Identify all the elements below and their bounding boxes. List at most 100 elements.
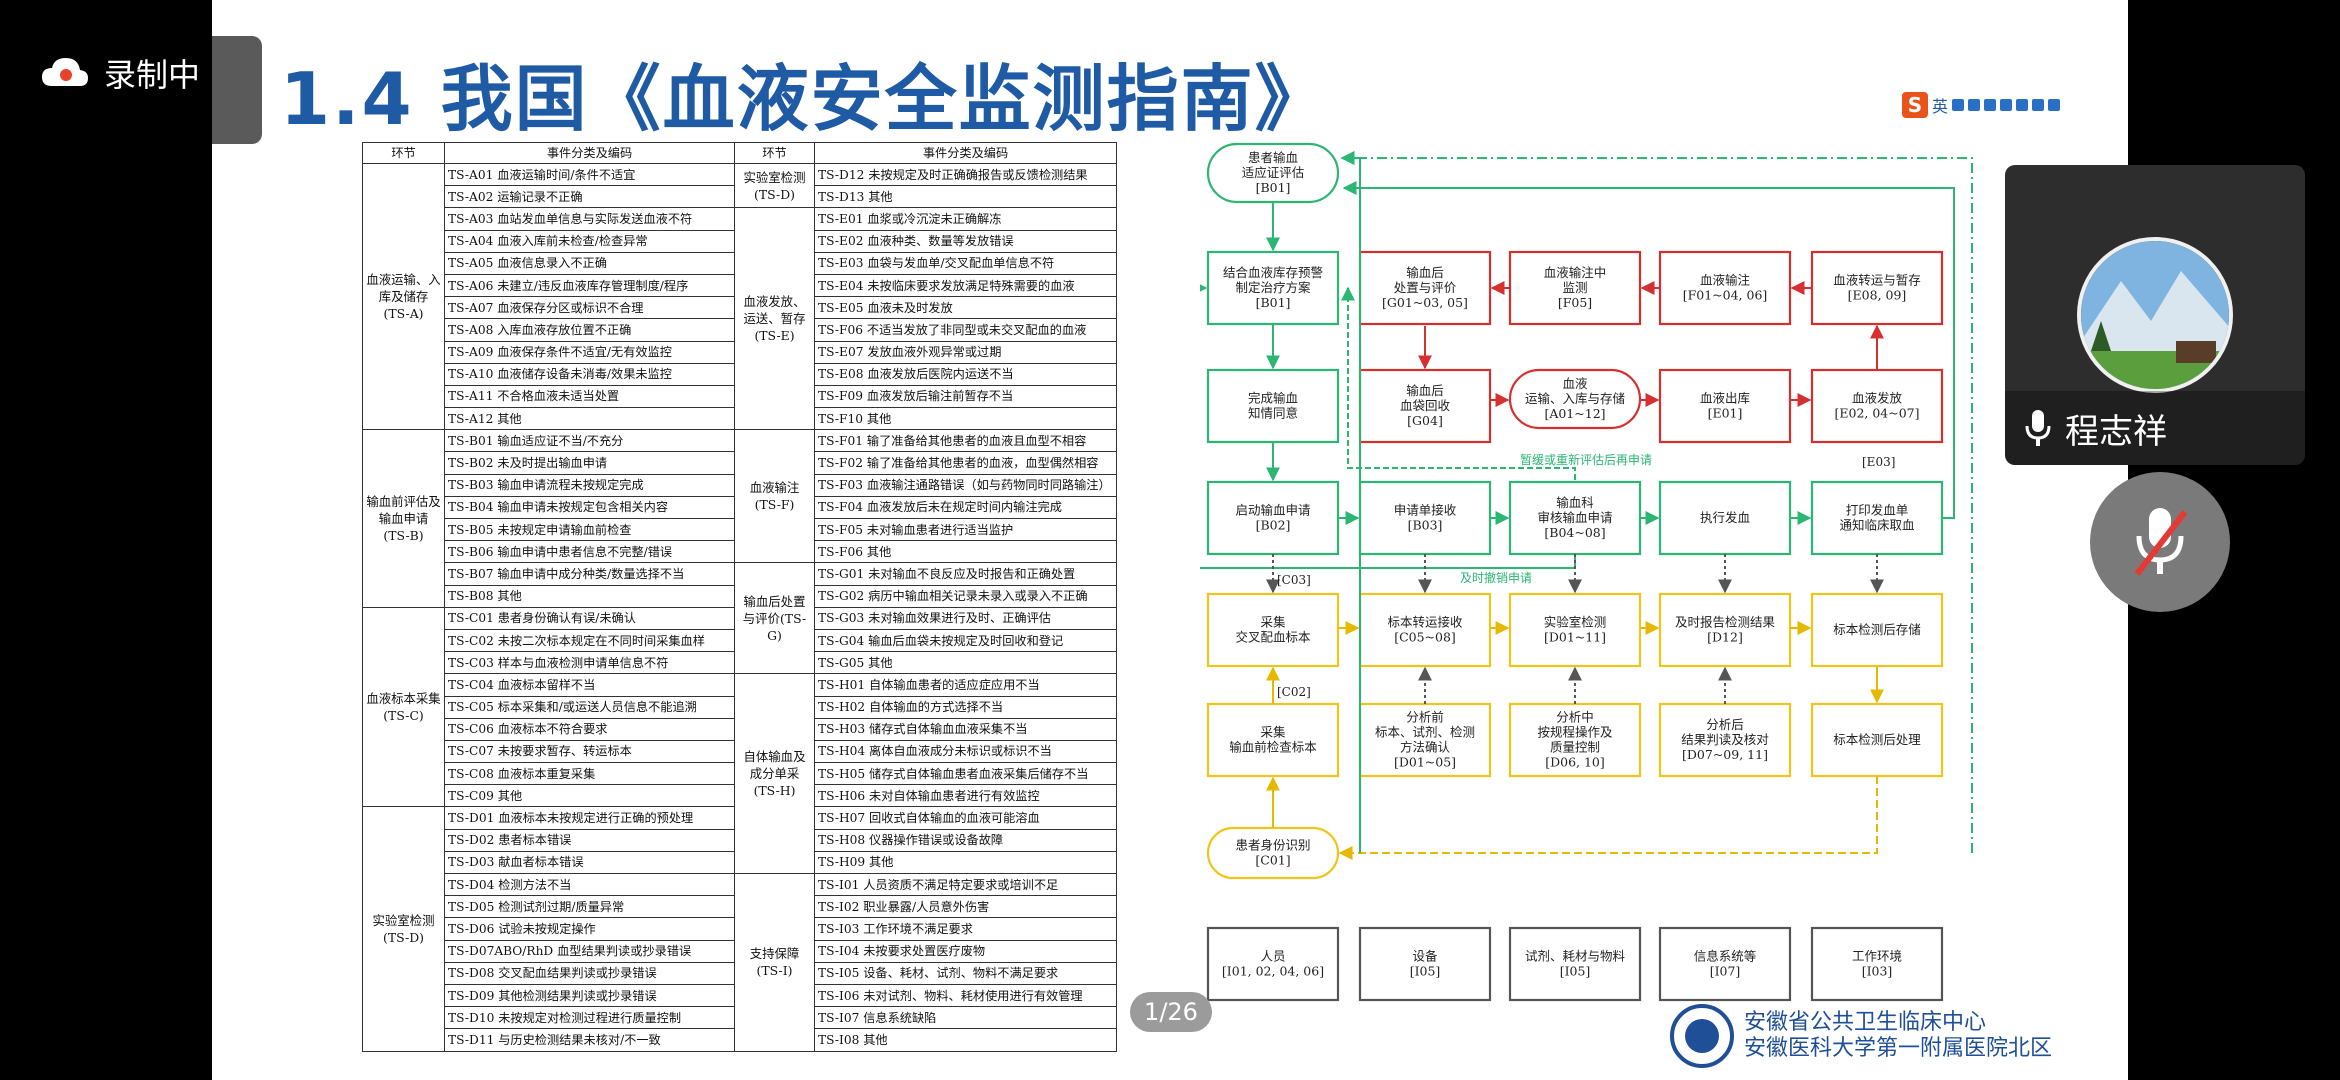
flow-node-text: [C05~08]	[1394, 630, 1456, 645]
right-event-item: TS-H07 回收式自体输血的血液可能溶血	[814, 806, 1117, 830]
flow-node-yellow-y4: 及时报告检测结果[D12]	[1658, 592, 1792, 668]
punctuation-icon[interactable]	[1952, 99, 1965, 111]
table-row: TS-D04 检测方法不当支持保障(TS-I)TS-I01 人员资质不满足特定要…	[363, 872, 1117, 1052]
right-event-item: TS-I05 设备、耗材、试剂、物料不满足要求	[814, 961, 1117, 985]
table-row: TS-B07 输血申请中成分种类/数量选择不当输血后处置与评价(TS-G)TS-…	[363, 562, 1117, 675]
flow-node-text: 结果判读及核对	[1681, 732, 1769, 747]
flow-node-text: [F01~04, 06]	[1683, 288, 1768, 303]
side-drawer-handle[interactable]	[212, 36, 262, 144]
right-event-item: TS-F06 其他	[814, 540, 1117, 564]
mic-muted-icon	[2134, 508, 2188, 576]
right-event-item: TS-I03 工作环境不满足要求	[814, 917, 1117, 941]
flow-node-red-r8: 血液发放[E02, 04~07]	[1810, 368, 1944, 444]
left-event-item: TS-B04 输血申请未按规定包含相关内容	[444, 495, 735, 520]
right-event-item: TS-I07 信息系统缺陷	[814, 1006, 1117, 1030]
hospital-seal-icon	[1670, 1004, 1734, 1068]
flow-node-text: [E08, 09]	[1848, 288, 1907, 303]
right-section-name: 输血后处置与评价(TS-G)	[734, 562, 815, 675]
presentation-slide: 1.4 我国《血液安全监测指南》 S 英 环节 事件分类及编码 环节 事件分类及…	[212, 0, 2128, 1080]
microphone-icon	[2025, 410, 2051, 446]
flow-node-text: 血液出库	[1700, 391, 1750, 406]
right-section-name: 实验室检测(TS-D)	[734, 162, 815, 209]
left-event-item: TS-C02 未按二次标本规定在不同时间采集血样	[444, 628, 735, 653]
flow-node-gray-s1: 人员[I01, 02, 04, 06]	[1206, 926, 1340, 1002]
ime-mode-label[interactable]: 英	[1932, 97, 1949, 116]
flow-node-red-r1: 输血后处置与评价[G01~03, 05]	[1358, 250, 1492, 326]
right-event-item: TS-E08 血液发放后医院内运送不当	[814, 362, 1117, 386]
left-event-item: TS-C05 标本采集和/或运送人员信息不能追溯	[444, 695, 735, 719]
skin-icon[interactable]	[2032, 99, 2045, 111]
right-section-name: 支持保障(TS-I)	[734, 873, 815, 1052]
mute-toggle-button[interactable]	[2090, 472, 2230, 612]
left-event-item: TS-C01 患者身份确认有误/未确认	[444, 606, 735, 630]
flow-node-text: 血袋回收	[1400, 398, 1451, 413]
flow-node-text: 信息系统等	[1694, 949, 1757, 964]
right-event-item: TS-F01 输了准备给其他患者的血液且血型不相容	[814, 429, 1117, 453]
right-event-item: TS-F05 未对输血患者进行适当监护	[814, 517, 1117, 542]
participant-avatar	[2077, 237, 2233, 393]
left-event-item: TS-D11 与历史检测结果未核对/不一致	[444, 1028, 735, 1052]
left-event-item: TS-D09 其他检测结果判读或抄录错误	[444, 983, 735, 1008]
flow-node-text: 及时报告检测结果	[1675, 615, 1776, 630]
mic-icon[interactable]	[1984, 99, 1997, 111]
ime-toolbar[interactable]: S 英	[1902, 92, 2061, 118]
table-row: 输血前评估及输血申请(TS-B)TS-B01 输血适应证不当/不充分血液输注(T…	[362, 429, 1117, 608]
left-event-item: TS-B01 输血适应证不当/不充分	[444, 429, 735, 453]
left-event-item: TS-D02 患者标本错误	[444, 828, 735, 852]
right-section-name: 自体输血及成分单采(TS-H)	[734, 673, 815, 874]
flow-node-text: [B02]	[1256, 518, 1291, 533]
flow-node-text: 血液转运与暂存	[1833, 273, 1921, 288]
institution-name-1: 安徽省公共卫生临床中心	[1744, 1010, 1987, 1035]
left-event-item: TS-B02 未及时提出输血申请	[444, 451, 735, 475]
left-event-item: TS-A06 未建立/违反血液库存管理制度/程序	[444, 273, 735, 298]
emoji-icon[interactable]	[1968, 99, 1981, 111]
flow-node-text: [D06, 10]	[1545, 755, 1605, 770]
left-event-item: TS-A10 血液储存设备未消毒/效果未监控	[444, 362, 735, 386]
header-stage-left: 环节	[362, 142, 445, 164]
flow-node-text: 申请单接收	[1394, 503, 1457, 518]
table-row: TS-A03 血站发血单信息与实际发送血液不符血液发放、运送、暂存(TS-E)T…	[363, 207, 1117, 431]
left-section-name: 输血前评估及输血申请(TS-B)	[362, 429, 445, 608]
flow-node-yellow-y11: 患者身份识别[C01]	[1206, 826, 1340, 880]
right-event-item: TS-I04 未按要求处置医疗废物	[814, 939, 1117, 963]
right-event-item: TS-H02 自体输血的方式选择不当	[814, 695, 1117, 719]
flow-connector	[1340, 151, 1973, 853]
left-event-item: TS-C06 血液标本不符合要求	[444, 717, 735, 741]
flow-node-green-g4: 启动输血申请[B02]	[1206, 480, 1340, 556]
keyboard-icon[interactable]	[2000, 99, 2013, 111]
toolbox-icon[interactable]	[2016, 99, 2029, 111]
left-event-item: TS-A07 血液保存分区或标识不合理	[444, 296, 735, 320]
flow-node-text: [I05]	[1560, 964, 1591, 979]
flow-node-red-r7: 血液出库[E01]	[1658, 368, 1792, 444]
flow-node-text: [A01~12]	[1544, 406, 1605, 421]
flow-node-green-g7: 执行发血	[1658, 480, 1792, 556]
flow-node-text: 质量控制	[1550, 740, 1600, 755]
flow-node-text: [D01~11]	[1544, 630, 1606, 645]
left-event-item: TS-A01 血液运输时间/条件不适宜	[444, 162, 735, 187]
recording-indicator[interactable]: 录制中	[40, 50, 200, 96]
flow-node-text: [D07~09, 11]	[1682, 747, 1768, 762]
participant-tile[interactable]: 程志祥	[2005, 165, 2305, 465]
right-event-item: TS-G01 未对输血不良反应及时报告和正确处置	[814, 562, 1117, 586]
grid-menu-icon[interactable]	[2048, 99, 2061, 111]
flow-node-text: 标本检测后处理	[1833, 732, 1921, 747]
table-row: 血液运输、入库及储存(TS-A)TS-A01 血液运输时间/条件不适宜实验室检测…	[362, 162, 1117, 431]
flow-node-text: [E01]	[1708, 406, 1743, 421]
label-c02: [C02]	[1277, 685, 1311, 699]
left-event-item: TS-A09 血液保存条件不适宜/无有效监控	[444, 340, 735, 364]
page-indicator: 1/26	[1130, 992, 1212, 1032]
flow-node-red-r3: 血液输注[F01~04, 06]	[1658, 250, 1792, 326]
left-section-name: 血液标本采集 (TS-C)	[362, 606, 445, 808]
flow-node-text: 输血科	[1556, 495, 1594, 510]
flow-node-text: 患者身份识别	[1235, 838, 1310, 853]
